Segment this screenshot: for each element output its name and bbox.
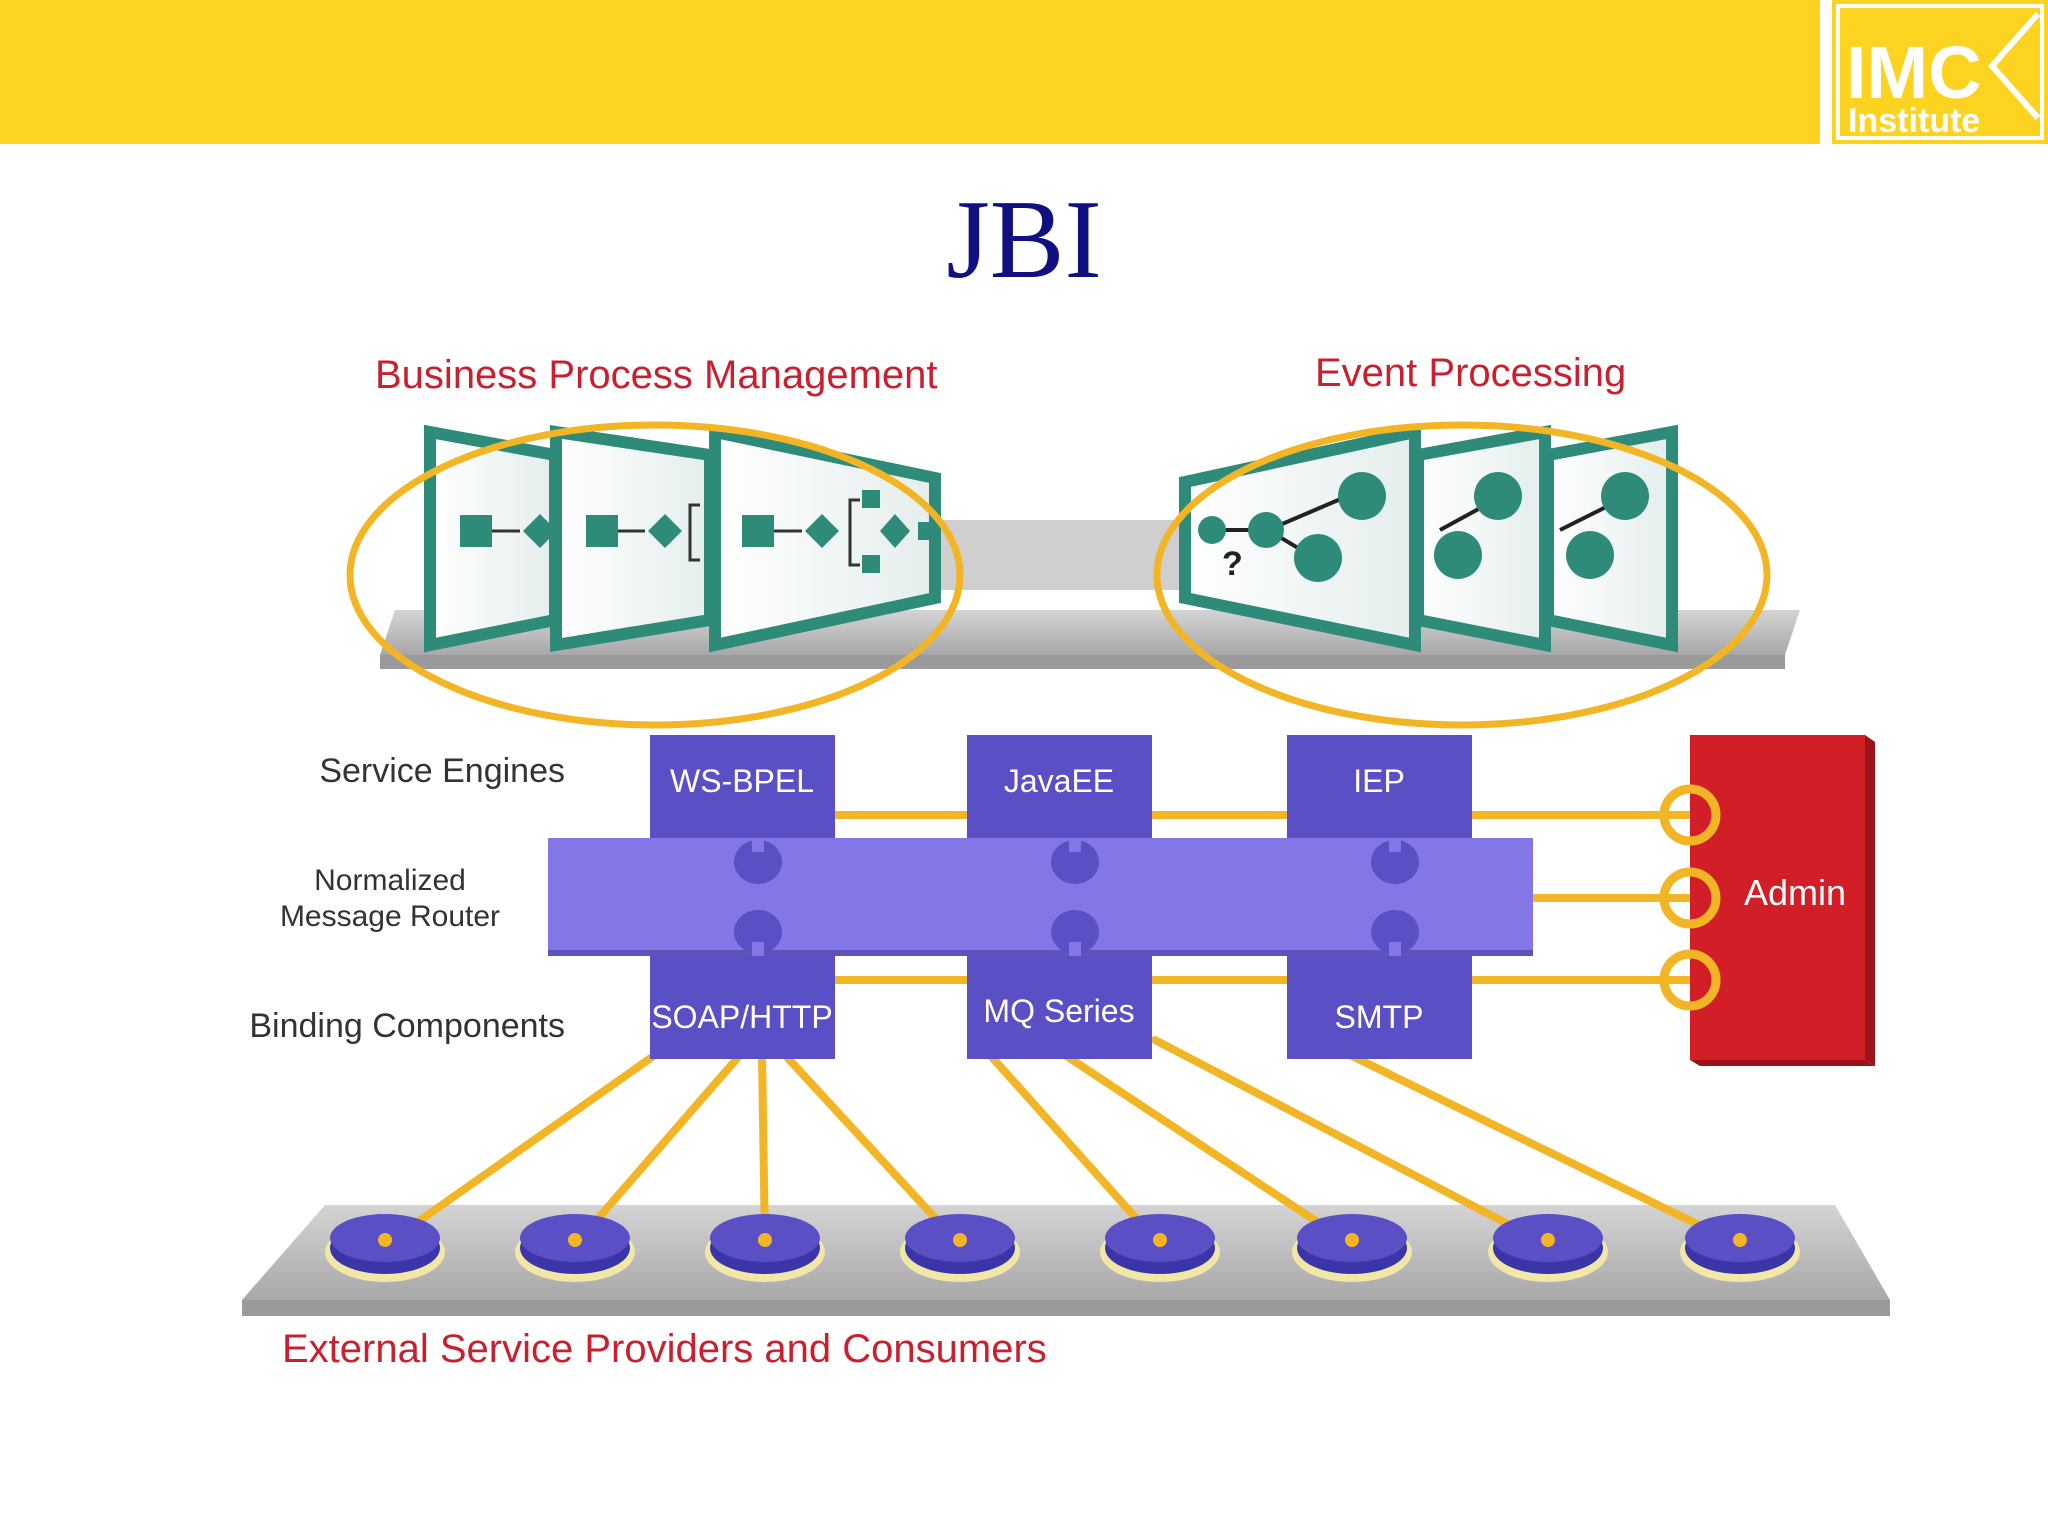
mq-series-binding <box>967 956 1152 1059</box>
bottom-shelf <box>242 1205 1890 1316</box>
service-engines-label: Service Engines <box>319 752 565 790</box>
admin-ring-connectors <box>1659 784 1721 1011</box>
bpm-process-panels <box>424 424 941 653</box>
imc-institute-logo: IMC Institute <box>1832 0 2048 144</box>
service-engines <box>650 735 1472 838</box>
nmr-label-line2: Message Router <box>280 900 500 933</box>
nmr-label-line1: Normalized <box>314 864 466 897</box>
external-services-label: External Service Providers and Consumers <box>282 1327 1047 1371</box>
smtp-binding <box>1287 956 1472 1059</box>
iep-label: IEP <box>1353 763 1405 799</box>
endpoint-connector-tips <box>378 1233 1747 1247</box>
ws-bpel-engine <box>650 735 835 838</box>
slide-title: JBI <box>946 178 1102 302</box>
soap-http-binding <box>650 956 835 1059</box>
endpoint-disc <box>1292 1214 1412 1282</box>
question-mark-label: ? <box>1222 545 1243 583</box>
top-header-band <box>0 0 1820 144</box>
normalized-message-router-bar <box>548 838 1533 956</box>
smtp-label: SMTP <box>1335 999 1424 1035</box>
logo-text-institute: Institute <box>1848 102 1980 140</box>
router-puzzle-notches <box>752 838 1401 956</box>
external-connectors <box>381 1036 1744 1249</box>
mq-series-label: MQ Series <box>983 993 1134 1029</box>
endpoint-disc <box>1680 1214 1800 1282</box>
endpoint-disc <box>705 1214 825 1282</box>
iep-engine <box>1287 735 1472 838</box>
endpoint-disc <box>1488 1214 1608 1282</box>
endpoint-disc <box>515 1214 635 1282</box>
bpm-label: Business Process Management <box>375 353 938 397</box>
javaee-label: JavaEE <box>1004 763 1114 799</box>
endpoint-disc <box>1100 1214 1220 1282</box>
binding-components <box>650 956 1472 1059</box>
soap-http-label: SOAP/HTTP <box>651 999 832 1035</box>
endpoint-disc <box>900 1214 1020 1282</box>
admin-label: Admin <box>1744 872 1846 913</box>
bpm-highlight-ellipse <box>346 421 964 729</box>
engine-puzzle-tabs <box>734 840 1419 954</box>
event-processing-label: Event Processing <box>1315 351 1626 395</box>
logo-text-imc: IMC <box>1846 31 1982 114</box>
event-processing-panels: ? <box>1179 424 1678 653</box>
ws-bpel-label: WS-BPEL <box>670 763 814 799</box>
event-highlight-ellipse <box>1153 421 1771 729</box>
endpoint-disc <box>325 1214 445 1282</box>
javaee-engine <box>967 735 1152 838</box>
binding-components-label: Binding Components <box>249 1007 565 1045</box>
